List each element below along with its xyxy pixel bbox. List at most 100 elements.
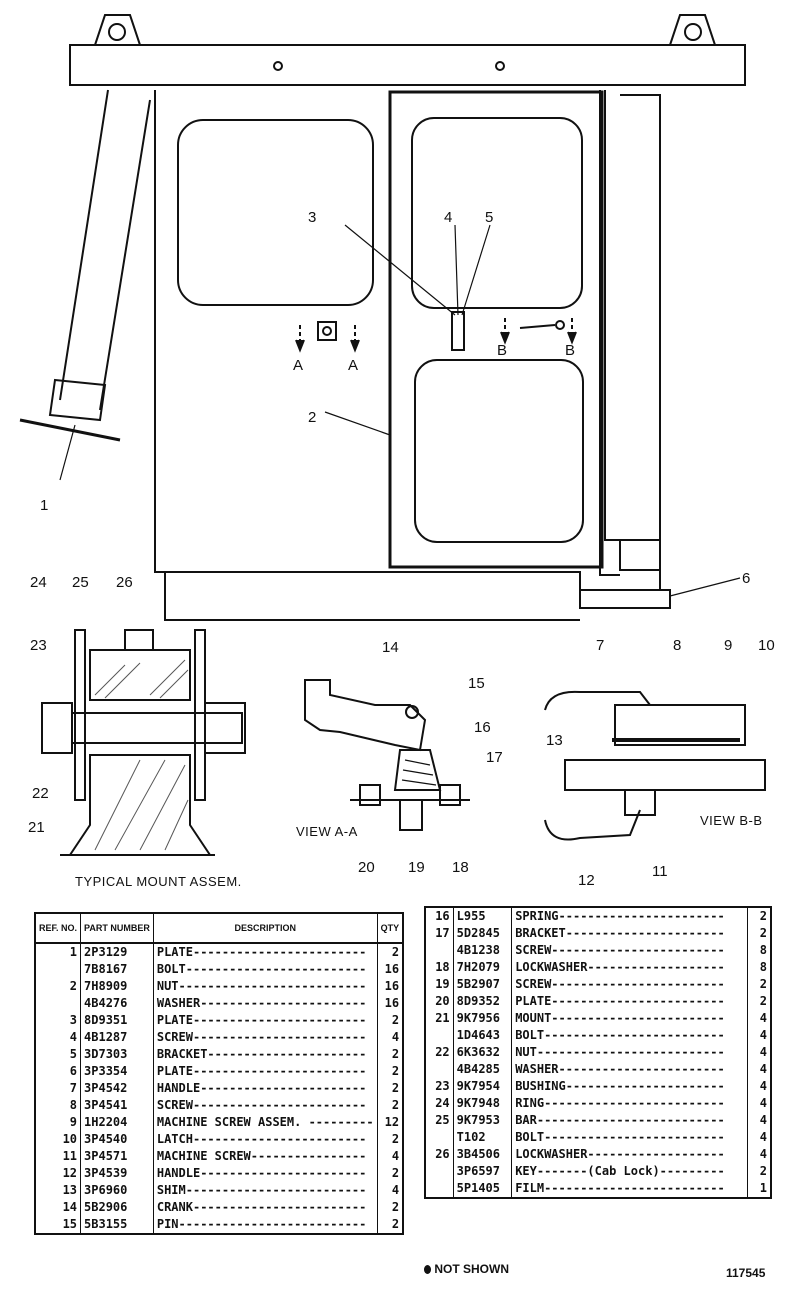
callout-19: 19: [408, 859, 425, 876]
cell-ref-no: [424, 1163, 454, 1180]
cell-description: FILM-------------------------: [511, 1180, 749, 1198]
header-ref-no: REF. NO.: [34, 913, 82, 944]
cell-part-number: 5B3155: [80, 1216, 154, 1234]
cell-qty: 2: [376, 1080, 404, 1097]
cell-ref-no: [424, 1027, 454, 1044]
cell-description: MACHINE SCREW ASSEM. ---------: [152, 1114, 378, 1131]
callout-12: 12: [578, 872, 595, 889]
cell-ref-no: 6: [34, 1063, 82, 1080]
header-part-number: PART NUMBER: [80, 913, 154, 944]
cell-description: SCREW------------------------: [511, 976, 749, 993]
cell-qty: 4: [747, 1129, 772, 1146]
cell-ref-no: 15: [34, 1216, 82, 1234]
not-shown-legend: NOT SHOWN: [424, 1262, 509, 1276]
header-description: DESCRIPTION: [152, 913, 378, 944]
cell-description: BOLT-------------------------: [511, 1129, 749, 1146]
callout-16: 16: [474, 719, 491, 736]
cell-ref-no: 20: [424, 993, 454, 1010]
cell-part-number: 3P3354: [80, 1063, 154, 1080]
header-qty: QTY: [376, 913, 404, 944]
cell-ref-no: 26: [424, 1146, 454, 1163]
cell-ref-no: 10: [34, 1131, 82, 1148]
callout-18: 18: [452, 859, 469, 876]
callout-26: 26: [116, 574, 133, 591]
cell-part-number: 3P4542: [80, 1080, 154, 1097]
cell-description: NUT--------------------------: [152, 978, 378, 995]
cell-description: HANDLE-----------------------: [152, 1080, 378, 1097]
cell-part-number: 9K7953: [452, 1112, 513, 1129]
cell-part-number: 5B2906: [80, 1199, 154, 1216]
cell-ref-no: [424, 942, 454, 959]
caption-view-bb: VIEW B-B: [700, 813, 763, 828]
cell-ref-no: [424, 1129, 454, 1146]
cell-qty: 2: [747, 993, 772, 1010]
cell-description: MOUNT------------------------: [511, 1010, 749, 1027]
cell-description: WASHER-----------------------: [511, 1061, 749, 1078]
cell-ref-no: 4: [34, 1029, 82, 1046]
callout-7: 7: [596, 637, 604, 654]
callout-6: 6: [742, 570, 750, 587]
not-shown-text: NOT SHOWN: [434, 1262, 510, 1276]
cell-description: BOLT-------------------------: [152, 961, 378, 978]
cell-description: SHIM-------------------------: [152, 1182, 378, 1199]
callout-14: 14: [382, 639, 399, 656]
cell-ref-no: 12: [34, 1165, 82, 1182]
cell-part-number: 3P6597: [452, 1163, 513, 1180]
cell-ref-no: 17: [424, 925, 454, 942]
cell-ref-no: 14: [34, 1199, 82, 1216]
caption-view-aa: VIEW A-A: [296, 824, 358, 839]
cell-description: CRANK------------------------: [152, 1199, 378, 1216]
cell-qty: 2: [376, 1199, 404, 1216]
cell-description: NUT--------------------------: [511, 1044, 749, 1061]
cell-part-number: 3P4541: [80, 1097, 154, 1114]
callout-15: 15: [468, 675, 485, 692]
callout-10: 10: [758, 637, 775, 654]
callout-4: 4: [444, 209, 452, 226]
cell-ref-no: 21: [424, 1010, 454, 1027]
callout-5: 5: [485, 209, 493, 226]
cell-part-number: 4B4285: [452, 1061, 513, 1078]
cell-part-number: 8D9352: [452, 993, 513, 1010]
cell-qty: 2: [376, 1097, 404, 1114]
cell-part-number: 4B1287: [80, 1029, 154, 1046]
cell-part-number: 1H2204: [80, 1114, 154, 1131]
cell-qty: 4: [747, 1044, 772, 1061]
cell-ref-no: 1: [34, 943, 82, 961]
callout-11: 11: [652, 863, 668, 880]
cell-description: PLATE------------------------: [511, 993, 749, 1010]
section-mark-a-right: A: [348, 357, 358, 374]
callout-25: 25: [72, 574, 89, 591]
cell-ref-no: 3: [34, 1012, 82, 1029]
cell-part-number: L955: [452, 907, 513, 925]
cell-qty: 2: [376, 1046, 404, 1063]
cell-qty: 4: [747, 1095, 772, 1112]
cell-ref-no: 2: [34, 978, 82, 995]
cell-qty: 2: [376, 1165, 404, 1182]
cell-description: PLATE------------------------: [152, 1063, 378, 1080]
cell-qty: 4: [376, 1029, 404, 1046]
cell-part-number: 3P4571: [80, 1148, 154, 1165]
cell-ref-no: 18: [424, 959, 454, 976]
cell-part-number: 3P4539: [80, 1165, 154, 1182]
section-mark-b-right: B: [565, 342, 575, 359]
cell-qty: 2: [747, 1163, 772, 1180]
cell-ref-no: 24: [424, 1095, 454, 1112]
cell-description: LOCKWASHER-------------------: [511, 959, 749, 976]
cell-description: RING-------------------------: [511, 1095, 749, 1112]
cell-description: BRACKET----------------------: [152, 1046, 378, 1063]
